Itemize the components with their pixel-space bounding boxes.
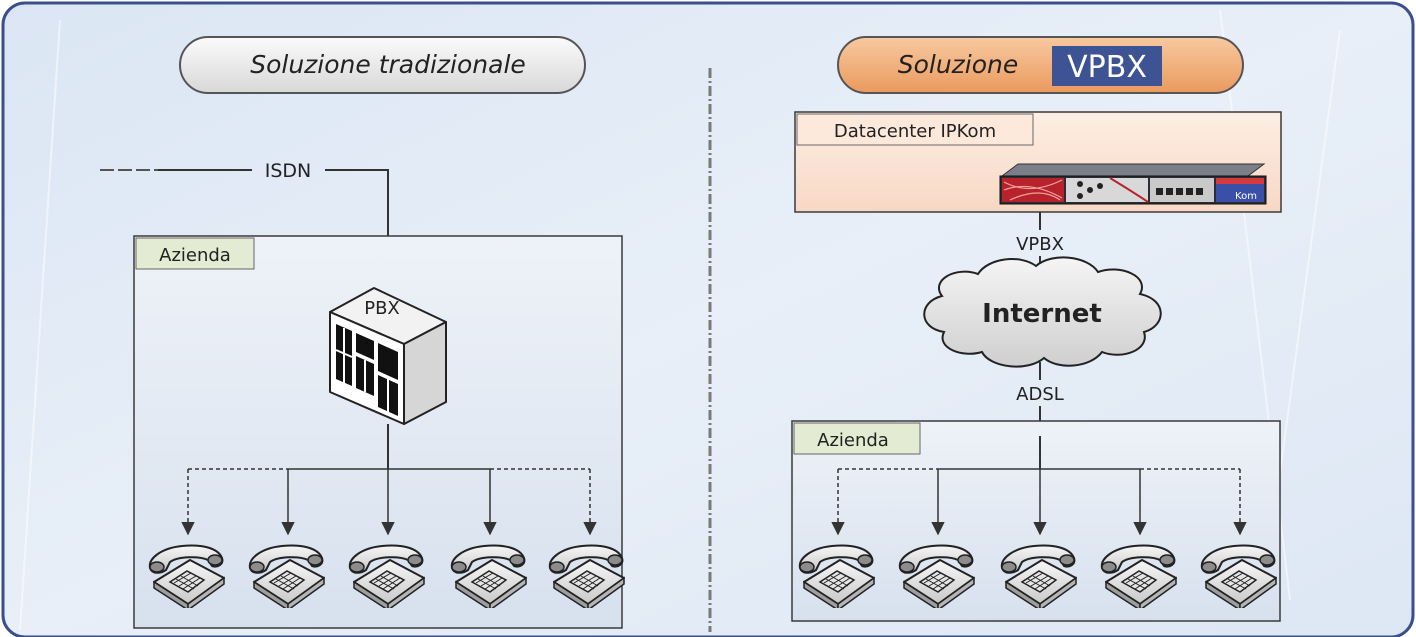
right-title-prefix: Soluzione: [898, 50, 1019, 79]
datacenter-tag: [796, 113, 1034, 146]
isdn-label: ISDN: [265, 160, 312, 182]
right-title-highlight: VPBX: [1067, 50, 1147, 85]
left-title: Soluzione tradizionale: [250, 50, 526, 79]
right-azienda-tag: [793, 422, 921, 455]
right-panel: Soluzione VPBX Datacenter IPKom: [791, 36, 1282, 622]
server-icon: Kom: [999, 163, 1267, 205]
device-badge: Kom: [1235, 191, 1257, 202]
left-panel: Soluzione tradizionale ISDN Azienda: [100, 36, 625, 629]
datacenter-label: Datacenter IPKom: [834, 121, 996, 142]
left-azienda-label: Azienda: [159, 245, 231, 266]
adsl-link-label: ADSL: [1016, 384, 1064, 405]
vpbx-highlight-box: [1052, 46, 1162, 86]
internet-label: Internet: [982, 299, 1102, 329]
vpbx-link-label: VPBX: [1016, 234, 1064, 255]
internet-cloud: [923, 256, 1162, 368]
left-title-pill: [179, 36, 586, 94]
left-azienda-tag: [135, 237, 255, 270]
pbx-icon: PBX: [329, 287, 447, 425]
right-azienda-label: Azienda: [817, 430, 889, 451]
pbx-label: PBX: [364, 298, 400, 319]
